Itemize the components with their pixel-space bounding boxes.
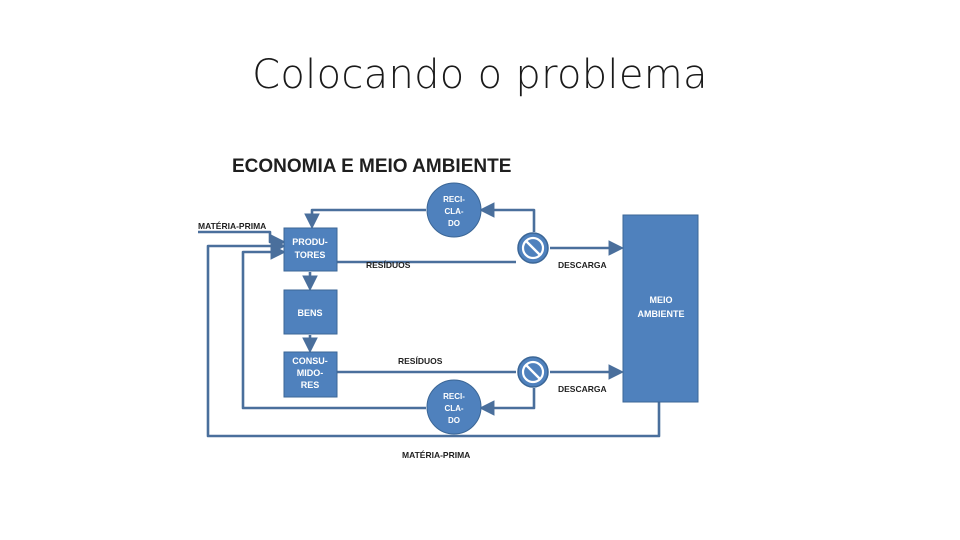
box-consumidores-line-1: CONSU- bbox=[292, 356, 328, 366]
recycle-top-in bbox=[478, 202, 536, 232]
box-bens-label: BENS bbox=[297, 308, 322, 318]
reciclado-top-line-2: CLA- bbox=[444, 207, 463, 216]
box-bens: BENS bbox=[283, 289, 338, 335]
label-residuos-bottom: RESÍDUOS bbox=[398, 356, 443, 366]
materia-prima-loop bbox=[206, 238, 661, 438]
reciclado-bottom-line-3: DO bbox=[448, 416, 460, 425]
recycle-bottom-in bbox=[478, 388, 536, 416]
box-meio-ambiente-line-2: AMBIENTE bbox=[638, 309, 685, 319]
recycle-bottom-out bbox=[241, 244, 426, 410]
box-meio-ambiente: MEIO AMBIENTE bbox=[622, 214, 699, 403]
label-residuos-top: RESÍDUOS bbox=[366, 260, 411, 270]
box-produtores-line-1: PRODU- bbox=[292, 237, 328, 247]
box-meio-ambiente-line-1: MEIO bbox=[649, 295, 672, 305]
box-consumidores-line-2: MIDO- bbox=[297, 368, 324, 378]
recycle-top-out bbox=[304, 208, 426, 230]
no-entry-icon bbox=[517, 232, 549, 264]
label-materia-prima-top: MATÉRIA-PRIMA bbox=[198, 221, 266, 231]
reciclado-bottom-line-1: RECI- bbox=[443, 392, 465, 401]
box-consumidores-line-3: RES bbox=[301, 380, 320, 390]
label-descarga-bottom: DESCARGA bbox=[558, 384, 607, 394]
reciclado-top-line-1: RECI- bbox=[443, 195, 465, 204]
box-produtores-line-2: TORES bbox=[295, 250, 326, 260]
economy-environment-diagram: ECONOMIA E MEIO AMBIENTE bbox=[188, 140, 713, 485]
slide-title: Colocando o problema bbox=[252, 52, 708, 98]
reciclado-top-line-3: DO bbox=[448, 219, 460, 228]
box-produtores: PRODU- TORES bbox=[283, 227, 338, 272]
materia-prima-top-arrow bbox=[198, 230, 287, 250]
box-consumidores: CONSU- MIDO- RES bbox=[283, 351, 338, 398]
no-entry-icon bbox=[517, 356, 549, 388]
label-descarga-top: DESCARGA bbox=[558, 260, 607, 270]
circle-reciclado-bottom: RECI- CLA- DO bbox=[426, 379, 482, 435]
label-materia-prima-bottom: MATÉRIA-PRIMA bbox=[402, 450, 470, 460]
reciclado-bottom-line-2: CLA- bbox=[444, 404, 463, 413]
diagram-heading: ECONOMIA E MEIO AMBIENTE bbox=[232, 156, 511, 177]
diagram-canvas: ECONOMIA E MEIO AMBIENTE bbox=[198, 156, 699, 460]
connectors bbox=[198, 202, 661, 438]
circle-reciclado-top: RECI- CLA- DO bbox=[426, 182, 482, 238]
